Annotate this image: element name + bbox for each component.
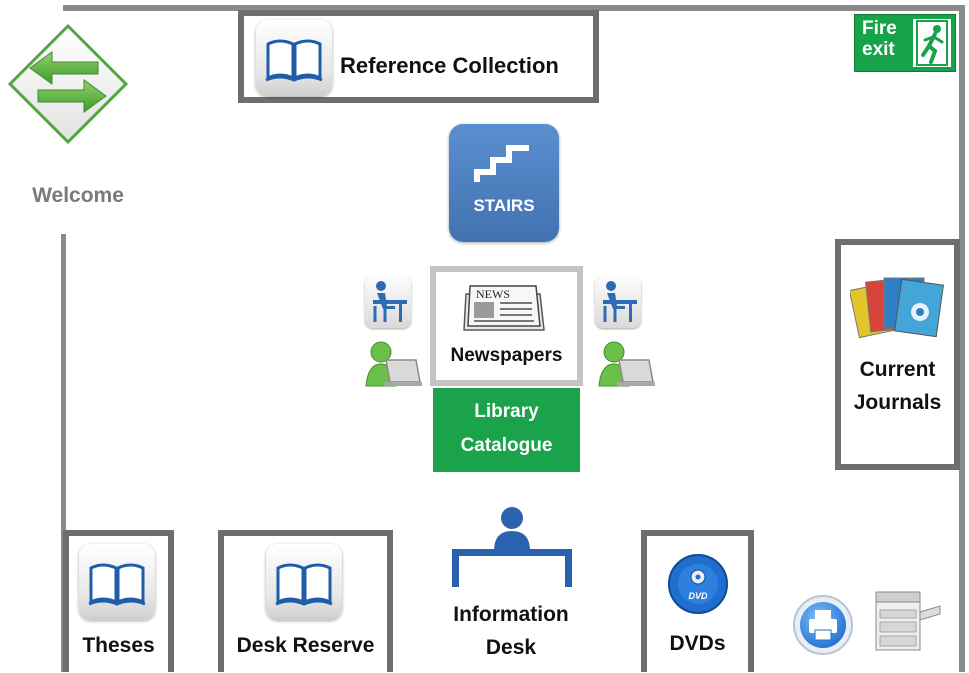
library-catalogue-tile[interactable]: Library Catalogue [433, 388, 580, 472]
laptop-user-icon [364, 338, 424, 388]
reference-collection-label: Reference Collection [340, 53, 559, 78]
theses-label: Theses [82, 634, 155, 657]
wall-top [63, 5, 965, 11]
copier-icon[interactable] [872, 586, 944, 654]
fire-exit-line1: Fire [862, 18, 897, 39]
information-desk-icon[interactable] [450, 505, 574, 589]
desk-user-icon [365, 276, 411, 328]
newspaper-icon: NEWS [462, 282, 546, 334]
stairs-icon [474, 145, 529, 182]
catalogue-line2: Catalogue [460, 435, 553, 456]
wall-left [61, 234, 66, 672]
wall-right [959, 5, 965, 672]
journals-line1: Current [859, 358, 936, 381]
catalogue-line1: Library [474, 401, 539, 422]
dvds-label: DVDs [669, 632, 726, 655]
laptop-user-icon [597, 338, 657, 388]
printer-icon[interactable] [792, 594, 854, 656]
journals-line2: Journals [853, 391, 942, 414]
newspaper-icon-text: NEWS [476, 287, 510, 301]
welcome-label: Welcome [32, 184, 124, 207]
stairs-label: STAIRS [473, 196, 535, 215]
magazines-icon [848, 272, 946, 339]
info-desk-line1: Information [453, 603, 569, 626]
dvd-disc-text: DVD [688, 591, 708, 601]
newspapers-label: Newspapers [450, 345, 563, 366]
welcome-arrows-icon [6, 22, 130, 146]
desk-user-icon [595, 276, 641, 328]
book-icon [266, 544, 342, 620]
book-icon [79, 544, 155, 620]
fire-exit-line2: exit [862, 39, 895, 60]
fire-exit-sign: Fire exit [854, 14, 956, 72]
dvd-disc-icon: DVD [667, 553, 729, 615]
running-man-icon [913, 19, 951, 67]
book-icon [256, 20, 332, 96]
desk-reserve-label: Desk Reserve [236, 634, 375, 657]
stairs-tile[interactable]: STAIRS [449, 124, 559, 242]
info-desk-line2: Desk [485, 636, 537, 659]
